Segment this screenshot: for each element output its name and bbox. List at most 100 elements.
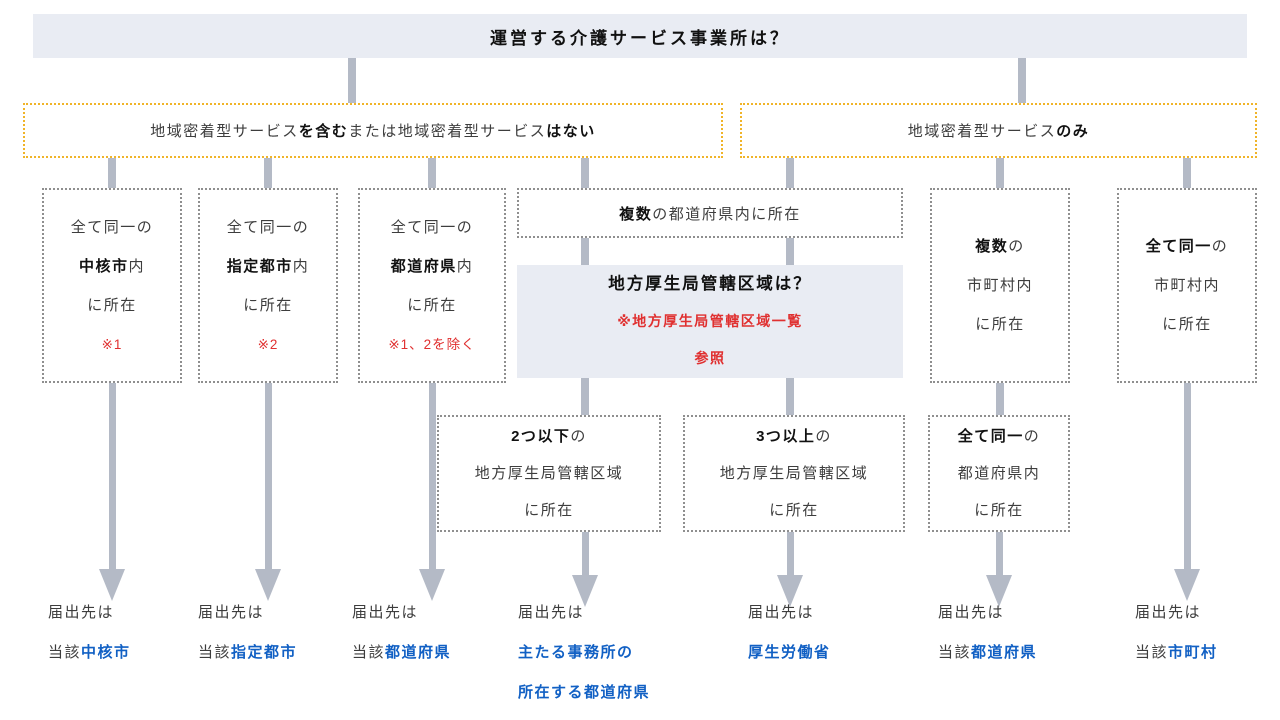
outcome-dest-line: 当該都道府県 (352, 633, 451, 673)
outcome-destination: 指定都市 (231, 644, 298, 661)
down-arrow (99, 383, 125, 601)
node-line: 都道府県内 (957, 465, 1041, 482)
connector-line (996, 383, 1004, 415)
node-line: 全て同一の (70, 218, 154, 236)
node-keyword: 複数 (619, 205, 653, 223)
node-line: に所在 (87, 296, 137, 314)
branch-text-part: 地域密着型サービス (907, 123, 1057, 140)
node-line: 全て同一の (390, 218, 474, 236)
connector-line (264, 158, 272, 188)
node-same-municipality: 全て同一の 市町村内 に所在 (1117, 188, 1257, 383)
connector-line (786, 378, 794, 415)
branch-text-part: 地域密着型サービス (150, 123, 299, 140)
branch-text-part-bold: を含む (298, 123, 349, 140)
outcome-label: 届出先は (198, 604, 265, 621)
node-text: の (570, 428, 587, 445)
node-keyword: 2つ以下 (511, 428, 571, 445)
branch-text: 地域密着型サービスを含むまたは地域密着型サービスはない (150, 120, 596, 141)
node-text: の (815, 428, 832, 445)
node-same-prefecture: 全て同一の 都道府県内 に所在 ※1、2を除く (358, 188, 506, 383)
branch-includes-community-service: 地域密着型サービスを含むまたは地域密着型サービスはない (23, 103, 723, 158)
node-text: の都道府県内に所在 (652, 205, 801, 223)
outcome-main-office-prefecture: 届出先は 主たる事務所の 所在する都道府県 (518, 593, 650, 713)
node-line: 複数の (975, 227, 1025, 266)
root-question-text: 運営する介護サービス事業所は？ (490, 28, 790, 48)
connector-line (581, 238, 589, 265)
outcome-destination: 都道府県 (385, 644, 452, 661)
node-line: 全て同一の (1146, 227, 1229, 266)
node-line: に所在 (407, 296, 457, 314)
connector-line (786, 238, 794, 265)
down-arrow (419, 383, 445, 601)
outcome-destination: 市町村 (1168, 644, 1218, 661)
node-line: に所在 (1162, 316, 1212, 333)
connector-line (1018, 58, 1026, 103)
outcome-dest-line: 当該市町村 (1135, 633, 1218, 673)
outcome-designated-city: 届出先は 当該指定都市 (198, 593, 297, 673)
node-same-designated-city: 全て同一の 指定都市内 に所在 ※2 (198, 188, 338, 383)
node-line: 3つ以上の (756, 418, 832, 455)
outcome-ministry: 届出先は 厚生労働省 (748, 593, 831, 673)
branch-community-service-only: 地域密着型サービスのみ (740, 103, 1257, 158)
node-line: に所在 (974, 502, 1024, 519)
node-line: 中核市内 (79, 247, 145, 286)
branch-text-part: または地域密着型サービス (348, 123, 547, 140)
node-keyword: 中核市 (78, 257, 129, 275)
node-regional-bureau-question: 地方厚生局管轄区域は？ ※地方厚生局管轄区域一覧 参照 (517, 265, 903, 378)
node-line: 地方厚生局管轄区域 (474, 465, 624, 482)
node-text: の (1211, 238, 1229, 255)
node-line: に所在 (769, 502, 819, 519)
outcome-prefix: 当該 (1135, 644, 1169, 661)
outcome-dest-line: 当該中核市 (48, 633, 131, 673)
node-line: に所在 (524, 502, 574, 519)
node-line: 全て同一の (958, 418, 1041, 455)
node-line: に所在 (975, 316, 1025, 333)
outcome-label: 届出先は (352, 604, 419, 621)
branch-text-part-bold: のみ (1056, 123, 1090, 140)
node-keyword: 指定都市 (226, 257, 293, 275)
node-line: 地方厚生局管轄区域 (719, 465, 869, 482)
outcome-prefix: 当該 (198, 644, 232, 661)
connector-line (786, 158, 794, 188)
node-line: 市町村内 (966, 277, 1033, 294)
branch-text: 地域密着型サービスのみ (908, 120, 1090, 141)
branch-text-part-bold: はない (546, 123, 596, 140)
connector-line (348, 58, 356, 103)
outcome-dest-line: 当該指定都市 (198, 633, 297, 673)
outcome-destination: 主たる事務所の (518, 644, 634, 661)
down-arrow (255, 383, 281, 601)
node-multiple-prefectures: 複数の都道府県内に所在 (517, 188, 903, 238)
node-text: の (1023, 428, 1041, 445)
node-same-core-city: 全て同一の 中核市内 に所在 ※1 (42, 188, 182, 383)
node-text: 内 (128, 257, 146, 275)
outcome-label: 届出先は (938, 604, 1005, 621)
outcome-label: 届出先は (748, 604, 815, 621)
node-two-or-less-bureau-areas: 2つ以下の 地方厚生局管轄区域 に所在 (437, 415, 661, 532)
node-note: ※1、2を除く (388, 336, 476, 352)
question-note: 参照 (694, 350, 726, 366)
down-arrow (1174, 383, 1200, 601)
node-keyword: 3つ以上 (756, 428, 816, 445)
node-keyword: 全て同一 (1145, 238, 1212, 255)
connector-line (108, 158, 116, 188)
question-note: ※地方厚生局管轄区域一覧 (617, 313, 803, 329)
outcome-prefix: 当該 (48, 644, 82, 661)
node-line: 全て同一の (226, 218, 310, 236)
outcome-label: 届出先は (518, 604, 585, 621)
question-title: 地方厚生局管轄区域は？ (608, 275, 812, 293)
connector-line (581, 158, 589, 188)
node-line: 指定都市内 (227, 247, 310, 286)
outcome-prefecture-right: 届出先は 当該都道府県 (938, 593, 1037, 673)
outcome-destination: 所在する都道府県 (518, 684, 651, 701)
down-arrow (572, 532, 598, 607)
outcome-prefecture: 届出先は 当該都道府県 (352, 593, 451, 673)
node-note: ※1 (101, 336, 123, 352)
outcome-dest-line: 当該都道府県 (938, 633, 1037, 673)
connector-line (581, 378, 589, 415)
outcome-label: 届出先は (48, 604, 115, 621)
node-line: に所在 (243, 296, 293, 314)
node-text: 内 (456, 257, 474, 275)
node-text: 内 (292, 257, 310, 275)
node-three-or-more-bureau-areas: 3つ以上の 地方厚生局管轄区域 に所在 (683, 415, 905, 532)
